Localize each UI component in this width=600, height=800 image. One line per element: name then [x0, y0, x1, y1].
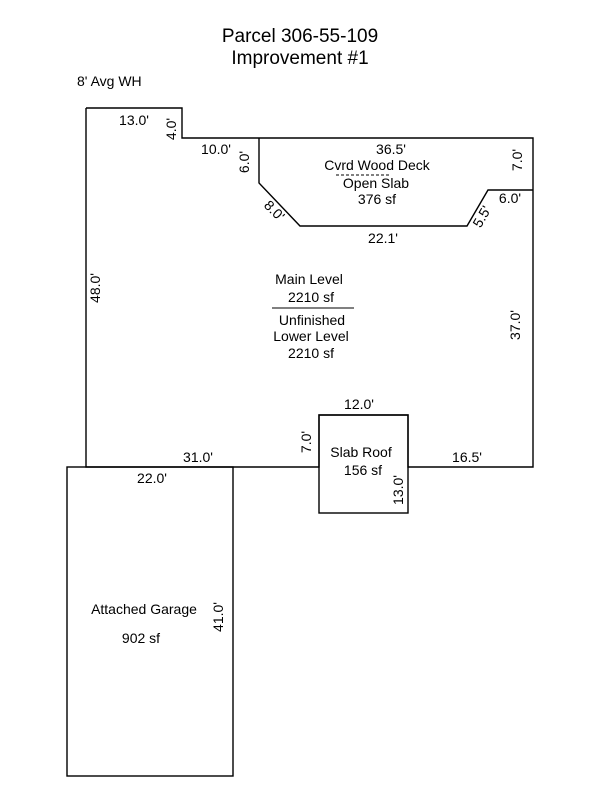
lower-level-name-2: Lower Level: [273, 328, 349, 344]
main-level-outline: [85, 107, 534, 468]
slab-roof-area: 156 sf: [344, 462, 382, 478]
dim-slab-right: 13.0': [390, 475, 406, 505]
dim-deck-right-height: 7.0': [509, 149, 525, 171]
sketch-subtitle: Improvement #1: [231, 48, 369, 69]
slab-roof-outline: [318, 414, 409, 514]
deck-name-1: Cvrd Wood Deck: [324, 157, 431, 173]
main-level-name: Main Level: [275, 271, 343, 287]
lower-level-name-1: Unfinished: [279, 312, 345, 328]
slab-roof-name: Slab Roof: [330, 444, 392, 460]
sketch-title: Parcel 306-55-109: [221, 26, 379, 47]
dim-right-side: 37.0': [507, 310, 523, 340]
dim-step-width: 10.0': [201, 141, 231, 157]
dim-deck-right-step: 6.0': [499, 190, 521, 206]
dim-bottom-left: 31.0': [183, 449, 213, 465]
deck-area: 376 sf: [358, 191, 396, 207]
dim-deck-diag-right: 5.5': [469, 203, 494, 230]
dim-deck-left-height: 6.0': [236, 151, 252, 173]
garage-outline: [66, 466, 234, 777]
dim-deck-diag-left: 8.0': [261, 197, 288, 224]
dim-top-left: 13.0': [119, 112, 149, 128]
dim-garage-side: 41.0': [210, 602, 226, 632]
dim-bottom-right: 16.5': [452, 449, 482, 465]
dim-deck-bottom: 22.1': [368, 230, 398, 246]
deck-outline: [258, 138, 533, 227]
dim-garage-top: 22.0': [137, 470, 167, 486]
dim-slab-left: 7.0': [298, 431, 314, 453]
dim-slab-top: 12.0': [344, 396, 374, 412]
dim-left-side: 48.0': [87, 273, 103, 303]
garage-area: 902 sf: [122, 630, 160, 646]
wall-height-note: 8' Avg WH: [77, 73, 142, 89]
deck-name-2: Open Slab: [343, 175, 409, 191]
garage-name: Attached Garage: [91, 601, 197, 617]
dim-deck-top: 36.5': [376, 141, 406, 157]
lower-level-area: 2210 sf: [288, 345, 334, 361]
dim-notch-height: 4.0': [163, 118, 179, 140]
main-level-area: 2210 sf: [288, 289, 334, 305]
